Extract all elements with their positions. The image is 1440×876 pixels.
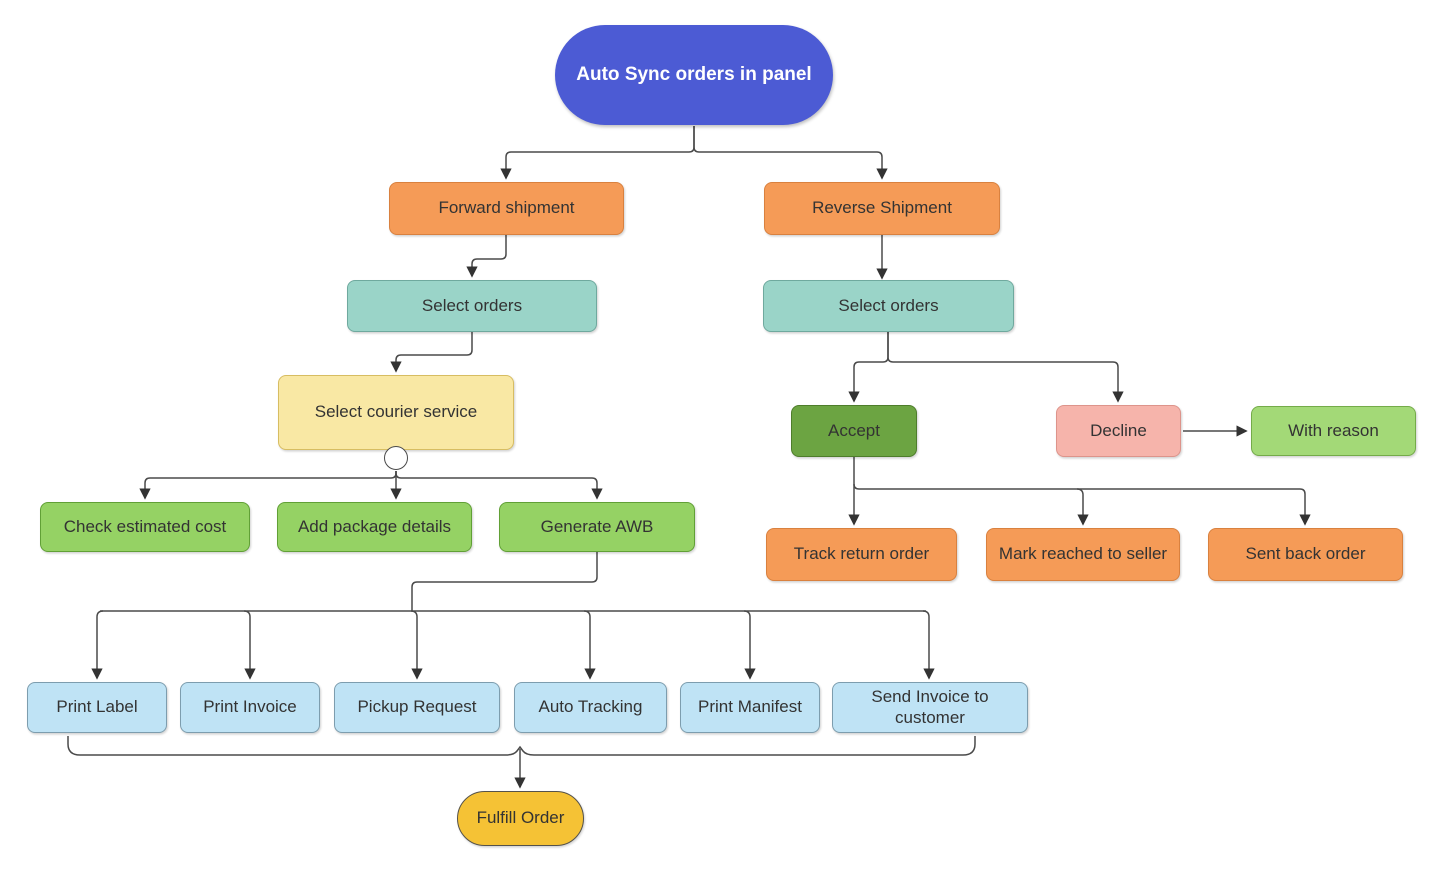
node-auto-sync-start[interactable]: Auto Sync orders in panel <box>555 25 833 125</box>
node-print-invoice[interactable]: Print Invoice <box>180 682 320 733</box>
node-with-reason[interactable]: With reason <box>1251 406 1416 456</box>
node-track-return-order[interactable]: Track return order <box>766 528 957 581</box>
node-label: Fulfill Order <box>476 808 565 828</box>
edge-drop-printmanifest <box>743 610 756 680</box>
node-label: Print Label <box>56 697 138 717</box>
edge-drop-autotracking <box>583 610 596 680</box>
node-select-orders-reverse[interactable]: Select orders <box>763 280 1014 332</box>
node-label: Auto Tracking <box>538 697 643 717</box>
edge-courier-generateawb <box>395 471 603 500</box>
node-label: Auto Sync orders in panel <box>576 63 812 85</box>
node-sent-back-order[interactable]: Sent back order <box>1208 528 1403 581</box>
node-decline[interactable]: Decline <box>1056 405 1181 457</box>
edge-selectorders-accept <box>848 332 889 403</box>
node-label: Check estimated cost <box>63 516 227 536</box>
node-label: Generate AWB <box>540 516 654 536</box>
node-accept[interactable]: Accept <box>791 405 917 457</box>
node-label: Select orders <box>838 295 939 315</box>
node-send-invoice-to-customer[interactable]: Send Invoice to customer <box>832 682 1028 733</box>
edge-courier-checkcost <box>139 471 397 500</box>
node-label: Print Manifest <box>698 697 802 717</box>
node-label: Add package details <box>297 516 452 536</box>
edge-awb-feed <box>411 552 598 611</box>
edge-selectorders-decline <box>887 332 1124 403</box>
node-mark-reached-to-seller[interactable]: Mark reached to seller <box>986 528 1180 581</box>
edge-selectorders-courier <box>390 332 473 373</box>
node-forward-shipment[interactable]: Forward shipment <box>389 182 624 235</box>
edge-accept-markreached <box>1076 488 1089 526</box>
node-print-label[interactable]: Print Label <box>27 682 167 733</box>
edge-accept-horizontal <box>853 483 1311 526</box>
node-label: Send Invoice to customer <box>871 687 989 727</box>
node-label: Print Invoice <box>203 697 297 717</box>
node-label: Forward shipment <box>438 198 575 218</box>
connector-junction-circle <box>384 446 408 470</box>
node-add-package-details[interactable]: Add package details <box>277 502 472 552</box>
edge-drop-pickuprequest <box>410 610 423 680</box>
node-label: Track return order <box>793 544 930 564</box>
edge-drop-sendinvoice <box>922 610 935 680</box>
node-label: Mark reached to seller <box>998 544 1168 564</box>
node-label: Accept <box>828 420 880 440</box>
node-label: Sent back order <box>1245 544 1366 564</box>
node-select-courier-service[interactable]: Select courier service <box>278 375 514 450</box>
node-print-manifest[interactable]: Print Manifest <box>680 682 820 733</box>
node-label: Reverse Shipment <box>812 198 952 218</box>
node-pickup-request[interactable]: Pickup Request <box>334 682 500 733</box>
node-select-orders-forward[interactable]: Select orders <box>347 280 597 332</box>
edge-merge-bracket <box>67 736 976 756</box>
edge-forward-selectorders <box>466 235 507 278</box>
node-label: Select courier service <box>314 402 478 422</box>
edge-drop-printlabel <box>91 610 104 680</box>
node-generate-awb[interactable]: Generate AWB <box>499 502 695 552</box>
node-label: Decline <box>1090 420 1147 440</box>
node-reverse-shipment[interactable]: Reverse Shipment <box>764 182 1000 235</box>
node-check-estimated-cost[interactable]: Check estimated cost <box>40 502 250 552</box>
node-auto-tracking[interactable]: Auto Tracking <box>514 682 667 733</box>
edge-drop-printinvoice <box>243 610 256 680</box>
node-fulfill-order[interactable]: Fulfill Order <box>457 791 584 846</box>
node-label: With reason <box>1288 420 1379 440</box>
edge-start-reverse <box>693 126 888 180</box>
edge-start-forward <box>500 126 695 180</box>
node-label: Pickup Request <box>357 697 477 717</box>
node-label: Select orders <box>421 295 523 315</box>
